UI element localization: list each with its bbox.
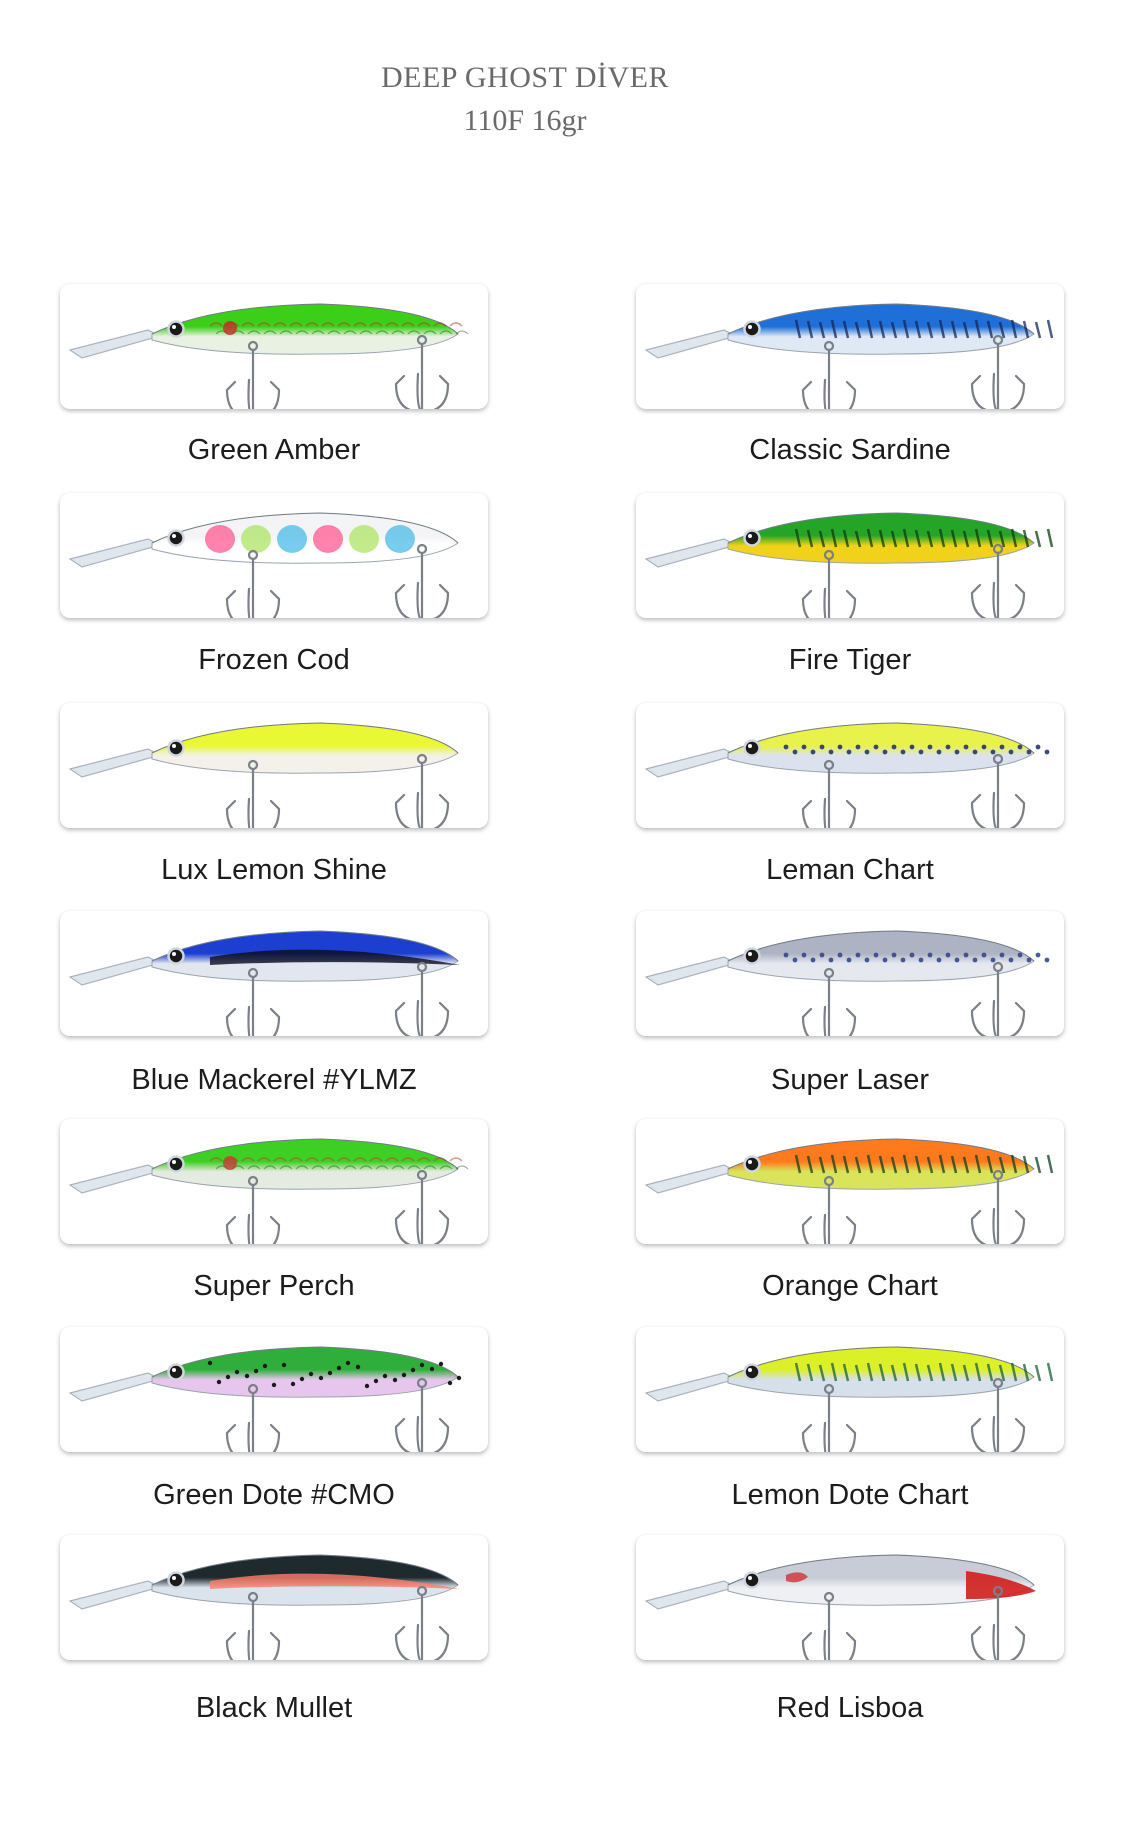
lure-eye — [743, 320, 761, 338]
lure-body — [727, 722, 1035, 774]
lure-lip — [644, 1580, 738, 1610]
lure-lip — [644, 748, 738, 778]
product-card[interactable] — [60, 1535, 488, 1660]
lure-lip — [644, 1372, 738, 1402]
product-card[interactable] — [60, 911, 488, 1036]
product-card[interactable] — [60, 284, 488, 409]
product-name: Lemon Dote Chart — [731, 1479, 969, 1511]
lure-eye — [743, 739, 761, 757]
lure-image — [68, 303, 469, 409]
product-name: Super Perch — [193, 1270, 355, 1302]
lure-image — [644, 722, 1050, 828]
product-name: Blue Mackerel #YLMZ — [131, 1064, 417, 1096]
lure-image — [644, 512, 1054, 618]
lure-body — [151, 1346, 459, 1398]
product-name: Green Dote #CMO — [153, 1479, 395, 1511]
product-card[interactable] — [636, 1119, 1064, 1244]
lure-eye — [167, 320, 185, 338]
lure-eye — [743, 1363, 761, 1381]
lure-eye — [167, 1363, 185, 1381]
lure-eye — [743, 1571, 761, 1589]
lure-image — [644, 1554, 1036, 1660]
page-subtitle: 110F 16gr — [463, 104, 587, 137]
lure-body — [727, 1554, 1035, 1606]
lure-body — [727, 930, 1035, 982]
lure-lip — [68, 1164, 162, 1194]
lure-lip — [68, 1580, 162, 1610]
lure-image — [68, 722, 459, 828]
product-name: Red Lisboa — [776, 1692, 924, 1724]
lure-eye — [167, 1155, 185, 1173]
lure-image — [644, 930, 1050, 1036]
lure-body — [151, 722, 459, 774]
product-card[interactable] — [60, 1327, 488, 1452]
lure-lip — [644, 329, 738, 359]
lure-lip — [644, 1164, 738, 1194]
lure-image — [68, 512, 459, 618]
page-title: DEEP GHOST DİVER — [380, 61, 669, 94]
product-card[interactable] — [60, 703, 488, 828]
product-name: Orange Chart — [762, 1270, 938, 1302]
product-name: Lux Lemon Shine — [161, 854, 387, 886]
product-name: Super Laser — [771, 1064, 929, 1096]
lure-lip — [644, 538, 738, 568]
lure-eye — [167, 529, 185, 547]
lure-image — [644, 303, 1054, 409]
product-name: Green Amber — [187, 434, 361, 466]
lure-image — [644, 1138, 1054, 1244]
lure-eye — [167, 739, 185, 757]
lure-image — [68, 1138, 469, 1244]
product-card[interactable] — [636, 284, 1064, 409]
product-name: Frozen Cod — [198, 644, 350, 676]
product-card[interactable] — [636, 911, 1064, 1036]
lure-eye — [743, 1155, 761, 1173]
product-name: Leman Chart — [766, 854, 934, 886]
lure-body — [151, 303, 459, 355]
lure-lip — [68, 329, 162, 359]
product-card[interactable] — [60, 1119, 488, 1244]
product-name: Classic Sardine — [749, 434, 951, 466]
lure-image — [68, 930, 460, 1036]
product-name: Fire Tiger — [788, 644, 912, 676]
lure-eye — [167, 947, 185, 965]
lure-image — [68, 1554, 460, 1660]
lure-lip — [68, 538, 162, 568]
lure-eye — [743, 529, 761, 547]
product-card[interactable] — [636, 493, 1064, 618]
product-card[interactable] — [60, 493, 488, 618]
lure-eye — [167, 1571, 185, 1589]
lure-eye — [743, 947, 761, 965]
lure-image — [644, 1346, 1054, 1452]
lure-lip — [68, 748, 162, 778]
lure-image — [68, 1346, 462, 1452]
lure-lip — [68, 956, 162, 986]
product-card[interactable] — [636, 703, 1064, 828]
product-card[interactable] — [636, 1327, 1064, 1452]
lure-lip — [644, 956, 738, 986]
lure-lip — [68, 1372, 162, 1402]
product-name: Black Mullet — [195, 1692, 353, 1724]
lure-body — [151, 1138, 459, 1190]
product-card[interactable] — [636, 1535, 1064, 1660]
